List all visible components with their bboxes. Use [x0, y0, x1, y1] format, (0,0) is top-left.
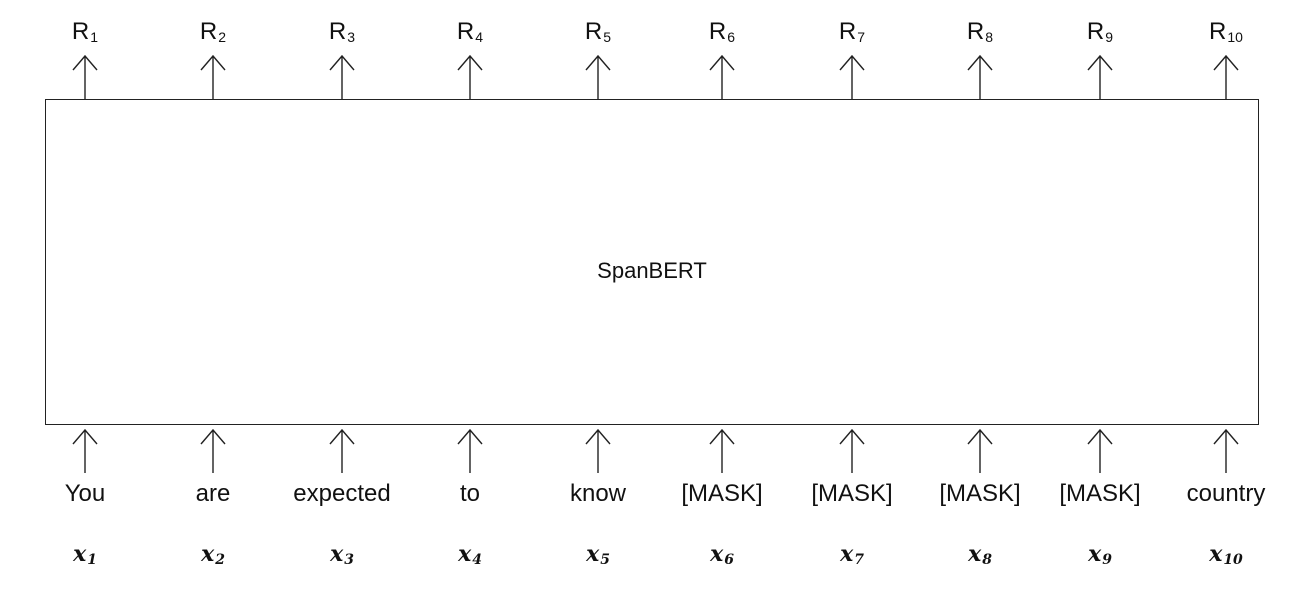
input-variable: x7	[840, 541, 864, 568]
output-label: R3	[328, 18, 356, 45]
column-1: R1 You x1	[25, 0, 145, 594]
column-6: R6 [MASK] x6	[662, 0, 782, 594]
input-variable: x10	[1209, 541, 1243, 568]
column-5: R5 know x5	[538, 0, 658, 594]
input-arrow-icon	[1087, 428, 1113, 473]
output-label: R5	[584, 18, 612, 45]
input-token: [MASK]	[1059, 480, 1141, 507]
input-variable: x5	[586, 541, 610, 568]
output-arrow-icon	[967, 54, 993, 99]
output-label: R9	[1086, 18, 1114, 45]
model-label: SpanBERT	[597, 258, 707, 283]
model-box: SpanBERT	[45, 99, 1259, 425]
output-arrow-icon	[329, 54, 355, 99]
output-arrow-icon	[72, 54, 98, 99]
input-token: [MASK]	[811, 480, 893, 507]
output-label: R2	[199, 18, 227, 45]
input-variable: x6	[710, 541, 734, 568]
output-label: R8	[966, 18, 994, 45]
input-token: to	[459, 480, 480, 507]
input-token: You	[64, 480, 106, 507]
input-arrow-icon	[72, 428, 98, 473]
output-arrow-icon	[1213, 54, 1239, 99]
input-variable: x9	[1088, 541, 1112, 568]
input-token: are	[195, 480, 231, 507]
input-token: expected	[293, 480, 391, 507]
input-arrow-icon	[1213, 428, 1239, 473]
input-token: [MASK]	[681, 480, 763, 507]
output-label: R4	[456, 18, 484, 45]
output-arrow-icon	[839, 54, 865, 99]
input-variable: x3	[330, 541, 354, 568]
column-3: R3 expected x3	[282, 0, 402, 594]
input-variable: x4	[458, 541, 482, 568]
input-variable: x1	[73, 541, 97, 568]
column-7: R7 [MASK] x7	[792, 0, 912, 594]
input-token: country	[1186, 480, 1266, 507]
input-token: know	[569, 480, 627, 507]
output-label: R10	[1209, 18, 1243, 45]
column-10: R10 country x10	[1166, 0, 1286, 594]
column-4: R4 to x4	[410, 0, 530, 594]
input-variable: x2	[201, 541, 225, 568]
input-arrow-icon	[457, 428, 483, 473]
output-arrow-icon	[457, 54, 483, 99]
input-arrow-icon	[709, 428, 735, 473]
column-9: R9 [MASK] x9	[1040, 0, 1160, 594]
output-arrow-icon	[200, 54, 226, 99]
input-arrow-icon	[329, 428, 355, 473]
output-arrow-icon	[585, 54, 611, 99]
output-arrow-icon	[1087, 54, 1113, 99]
column-8: R8 [MASK] x8	[920, 0, 1040, 594]
input-variable: x8	[968, 541, 992, 568]
input-arrow-icon	[967, 428, 993, 473]
output-arrow-icon	[709, 54, 735, 99]
input-arrow-icon	[839, 428, 865, 473]
output-label: R1	[71, 18, 99, 45]
output-label: R7	[838, 18, 866, 45]
input-token: [MASK]	[939, 480, 1021, 507]
input-arrow-icon	[585, 428, 611, 473]
input-arrow-icon	[200, 428, 226, 473]
output-label: R6	[708, 18, 736, 45]
column-2: R2 are x2	[153, 0, 273, 594]
